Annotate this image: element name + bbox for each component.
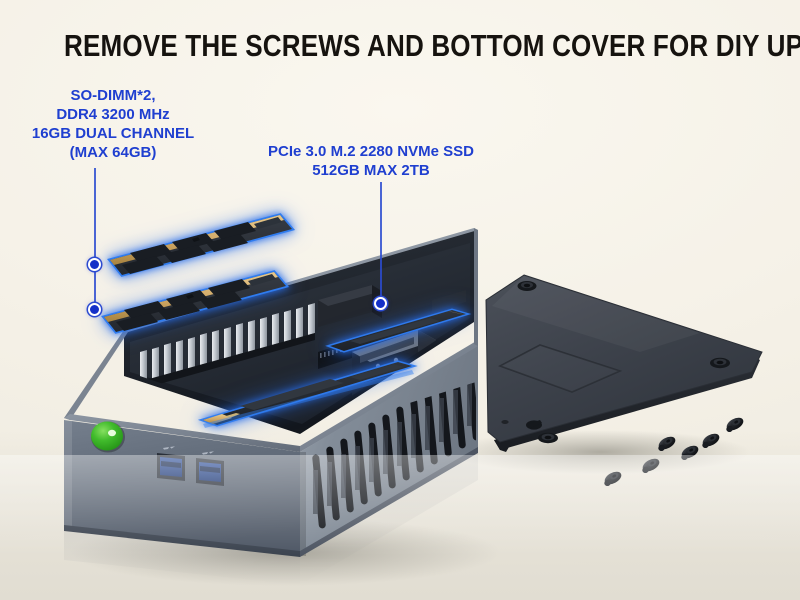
screw (658, 436, 676, 452)
mini-pc-chassis (64, 228, 478, 557)
superspeed-icon (202, 451, 214, 455)
bottom-cover-plate (485, 274, 763, 452)
so-dimm-module-top (107, 213, 296, 277)
callout-storage-line-1: PCIe 3.0 M.2 2280 NVMe SSD (268, 143, 474, 160)
callout-storage-marker-1[interactable] (374, 297, 387, 310)
so-dimm-module-bottom (101, 270, 290, 334)
m2-ssd-rear (325, 308, 472, 353)
chassis-reflection (64, 453, 478, 585)
callout-memory-leader-line (94, 168, 96, 264)
callout-memory: SO-DIMM*2, DDR4 3200 MHz 16GB DUAL CHANN… (8, 86, 218, 162)
callout-memory-marker-1[interactable] (88, 258, 101, 271)
cover-vent-hole (501, 420, 509, 424)
callout-memory-marker-2[interactable] (88, 303, 101, 316)
screw (604, 471, 622, 487)
callout-memory-line-4: (MAX 64GB) (69, 144, 157, 161)
cover-keyhole (526, 420, 542, 430)
screw (642, 458, 660, 474)
screw (726, 417, 744, 433)
loose-screws-group (604, 417, 744, 487)
cover-screw-hole (517, 281, 537, 291)
chassis-front-face (64, 420, 300, 556)
callout-memory-line-1: SO-DIMM*2, (70, 87, 156, 104)
usb-a-port-2 (196, 458, 224, 486)
page-title: REMOVE THE SCREWS AND BOTTOM COVER FOR D… (64, 28, 800, 63)
screw (681, 445, 699, 461)
callout-storage-leader-line (380, 182, 382, 304)
heatsink-fins (138, 303, 315, 390)
superspeed-icon (163, 446, 175, 450)
cover-screw-hole (710, 357, 730, 369)
power-button[interactable] (91, 421, 125, 453)
callout-memory-line-3: 16GB DUAL CHANNEL (31, 125, 195, 142)
screw (702, 433, 720, 449)
callout-memory-line-2: DDR4 3200 MHz (56, 106, 170, 123)
usb-a-port-1 (157, 453, 185, 481)
m2-ssd-front (197, 360, 418, 427)
cover-screw-hole (538, 432, 558, 444)
callout-storage: PCIe 3.0 M.2 2280 NVMe SSD 512GB MAX 2TB (250, 142, 492, 180)
callout-memory-leader-line-2 (94, 270, 96, 310)
callout-storage-line-2: 512GB MAX 2TB (312, 162, 430, 179)
board-chip (432, 290, 466, 312)
chassis-vents (312, 382, 476, 529)
